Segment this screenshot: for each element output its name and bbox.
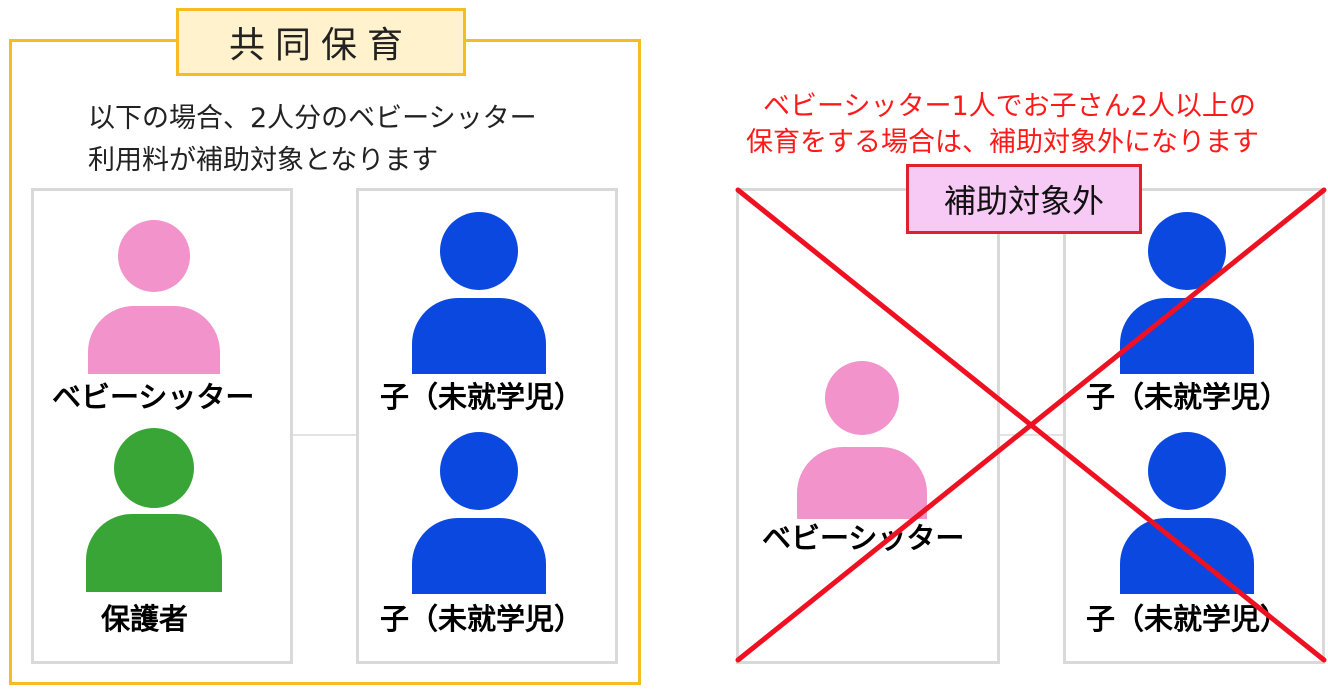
- child-person-icon: [412, 212, 546, 374]
- child-label: 子（未就学児）: [380, 602, 584, 636]
- child-label: 子（未就学児）: [1086, 380, 1290, 414]
- not-covered-badge: 補助対象外: [906, 164, 1142, 234]
- warning-line2: 保育をする場合は、補助対象外になります: [746, 127, 1259, 158]
- joint-care-title-box: 共同保育: [176, 8, 466, 76]
- warning-line1: ベビーシッター1人でお子さん2人以上の: [763, 91, 1256, 122]
- joint-care-description-line2: 利用料が補助対象となります: [88, 145, 439, 176]
- not-covered-badge-label: 補助対象外: [943, 182, 1104, 220]
- connector-line: [290, 434, 358, 436]
- joint-care-description-line1: 以下の場合、2人分のベビーシッター: [88, 103, 537, 134]
- babysitter-person-icon: [88, 220, 220, 374]
- babysitter-label: ベビーシッター: [52, 380, 255, 414]
- connector-line: [998, 434, 1066, 436]
- child-person-icon: [1120, 432, 1254, 594]
- joint-care-title: 共同保育: [228, 25, 413, 66]
- guardian-person-icon: [86, 428, 222, 592]
- guardian-label: 保護者: [101, 602, 189, 636]
- babysitter-label: ベビーシッター: [762, 521, 965, 555]
- babysitter-person-icon: [797, 361, 927, 519]
- child-label: 子（未就学児）: [380, 380, 584, 414]
- child-person-icon: [412, 432, 546, 594]
- caregiver-panel: [736, 188, 1000, 664]
